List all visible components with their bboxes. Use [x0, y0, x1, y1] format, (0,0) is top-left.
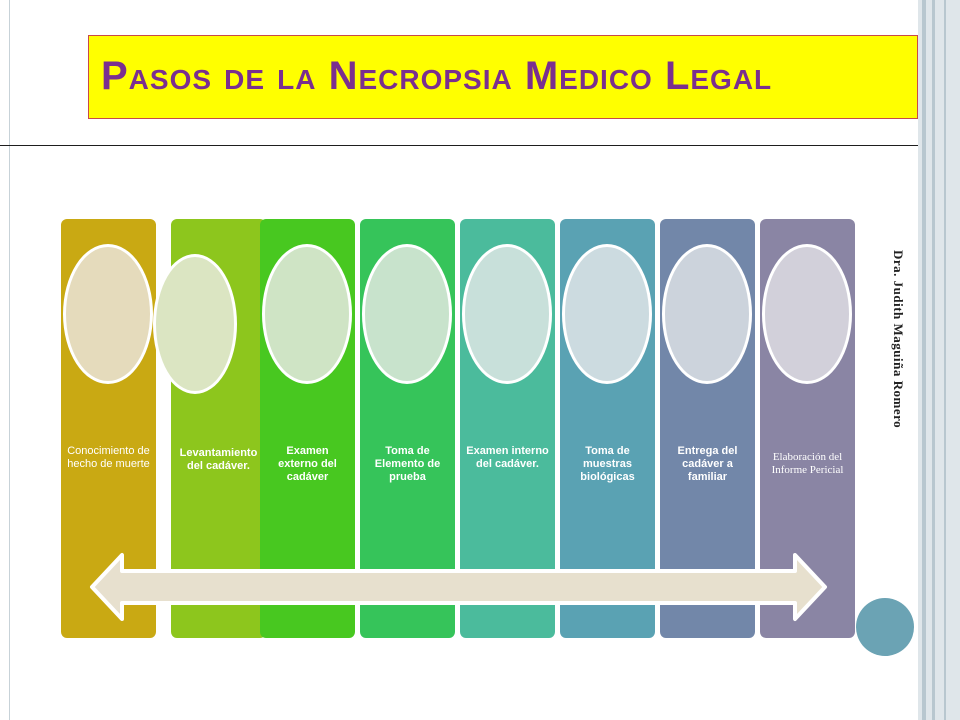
step-8-label: Elaboración del Informe Pericial	[771, 451, 844, 476]
title-divider-line	[0, 145, 960, 146]
step-3: Examen externo del cadáver	[260, 219, 355, 638]
step-4-label: Toma de Elemento de prueba	[374, 445, 441, 483]
step-8-oval	[762, 244, 852, 384]
step-6-label: Toma de muestras biológicas	[580, 445, 635, 483]
step-7: Entrega del cadáver a familiar	[660, 219, 755, 638]
step-2-oval	[153, 254, 237, 394]
title-box: Pasos de la Necropsia Medico Legal	[88, 35, 918, 119]
step-1-label: Conocimiento de hecho de muerte	[67, 445, 150, 470]
step-7-oval	[662, 244, 752, 384]
double-arrow-shape	[90, 553, 827, 621]
step-6: Toma de muestras biológicas	[560, 219, 655, 638]
step-2: Levantamiento del cadáver.	[153, 219, 266, 638]
step-5: Examen interno del cadáver.	[460, 219, 555, 638]
step-4-oval	[362, 244, 452, 384]
slide-title: Pasos de la Necropsia Medico Legal	[101, 54, 773, 98]
step-5-label: Examen interno del cadáver.	[466, 445, 549, 470]
frame-line-left	[9, 0, 10, 720]
step-6-oval	[562, 244, 652, 384]
step-2-label: Levantamiento del cadáver.	[179, 447, 258, 472]
step-1: Conocimiento de hecho de muerte	[61, 219, 156, 638]
right-decorative-band	[918, 0, 960, 720]
step-1-oval	[63, 244, 153, 384]
decorative-circle	[856, 598, 914, 656]
author-credit: Dra. Judith Maguiña Romero	[891, 250, 906, 429]
step-3-label: Examen externo del cadáver	[278, 445, 337, 483]
step-5-oval	[462, 244, 552, 384]
step-7-label: Entrega del cadáver a familiar	[677, 445, 738, 483]
step-4: Toma de Elemento de prueba	[360, 219, 455, 638]
step-8: Elaboración del Informe Pericial	[760, 219, 855, 638]
step-3-oval	[262, 244, 352, 384]
